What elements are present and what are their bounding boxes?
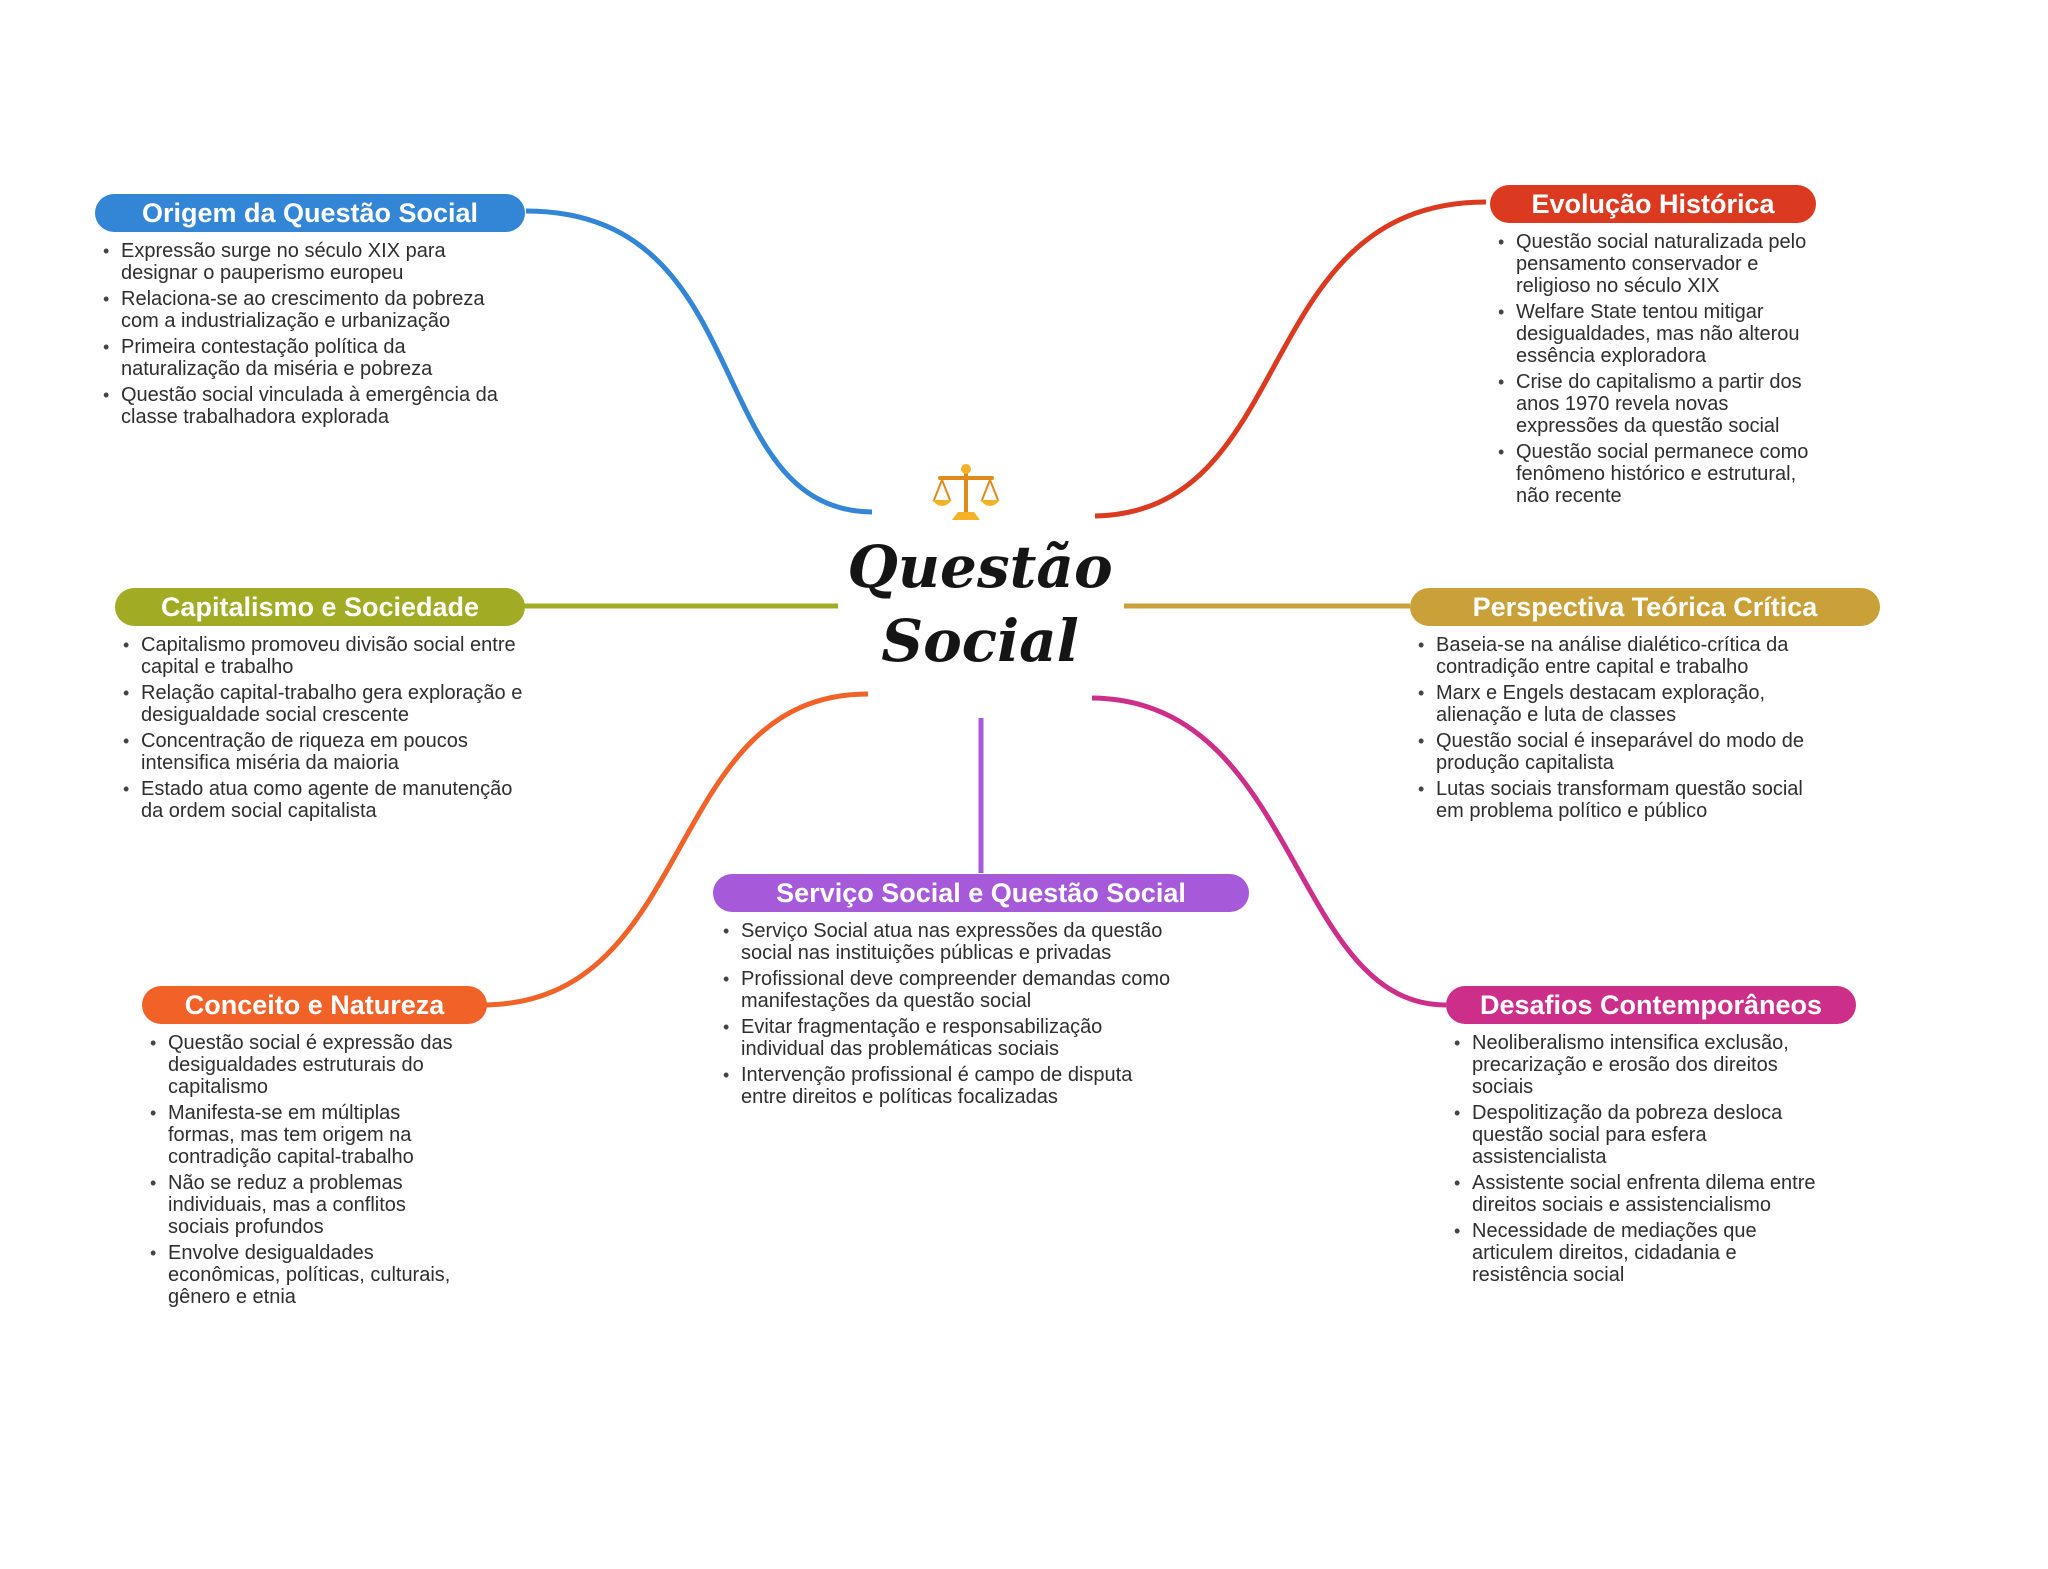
list-item: Relaciona-se ao crescimento da pobreza c… (101, 288, 501, 332)
list-item: Lutas sociais transformam questão social… (1416, 778, 1816, 822)
branch-items-servico: Serviço Social atua nas expressões da qu… (721, 920, 1181, 1108)
list-item: Relação capital-trabalho gera exploração… (121, 682, 531, 726)
connector-origem (525, 208, 873, 515)
list-item: Serviço Social atua nas expressões da qu… (721, 920, 1181, 964)
list-item: Questão social vinculada à emergência da… (101, 384, 501, 428)
list-item: Não se reduz a problemas individuais, ma… (148, 1172, 468, 1238)
list-item: Estado atua como agente de manutenção da… (121, 778, 531, 822)
scales-icon (932, 464, 1000, 520)
branch-title-origem[interactable]: Origem da Questão Social (95, 194, 525, 232)
branch-items-evolucao: Questão social naturalizada pelo pensame… (1496, 231, 1826, 507)
list-item: Primeira contestação política da natural… (101, 336, 501, 380)
list-item: Concentração de riqueza em poucos intens… (121, 730, 531, 774)
branch-items-capitalismo: Capitalismo promoveu divisão social entr… (121, 634, 531, 822)
list-item: Questão social permanece como fenômeno h… (1496, 441, 1826, 507)
branch-conceito: Conceito e Natureza Questão social é exp… (142, 986, 487, 1312)
list-item: Welfare State tentou mitigar desigualdad… (1496, 301, 1826, 367)
branch-title-desafios[interactable]: Desafios Contemporâneos (1446, 986, 1856, 1024)
list-item: Evitar fragmentação e responsabilização … (721, 1016, 1181, 1060)
list-item: Despolitização da pobreza desloca questã… (1452, 1102, 1822, 1168)
branch-origem: Origem da Questão Social Expressão surge… (95, 194, 525, 432)
list-item: Capitalismo promoveu divisão social entr… (121, 634, 531, 678)
branch-items-perspectiva: Baseia-se na análise dialético-crítica d… (1416, 634, 1816, 822)
branch-evolucao: Evolução Histórica Questão social natura… (1490, 185, 1880, 511)
connector-evolucao (1094, 199, 1487, 519)
list-item: Marx e Engels destacam exploração, alien… (1416, 682, 1816, 726)
list-item: Baseia-se na análise dialético-crítica d… (1416, 634, 1816, 678)
branch-perspectiva: Perspectiva Teórica Crítica Baseia-se na… (1410, 588, 1880, 826)
central-topic-title: Questão Social (847, 533, 1113, 675)
list-item: Profissional deve compreender demandas c… (721, 968, 1181, 1012)
branch-title-conceito[interactable]: Conceito e Natureza (142, 986, 487, 1024)
branch-title-perspectiva[interactable]: Perspectiva Teórica Crítica (1410, 588, 1880, 626)
branch-desafios: Desafios Contemporâneos Neoliberalismo i… (1446, 986, 1856, 1290)
branch-title-evolucao[interactable]: Evolução Histórica (1490, 185, 1816, 223)
list-item: Crise do capitalismo a partir dos anos 1… (1496, 371, 1826, 437)
list-item: Questão social naturalizada pelo pensame… (1496, 231, 1826, 297)
list-item: Envolve desigualdades econômicas, políti… (148, 1242, 468, 1308)
list-item: Questão social é inseparável do modo de … (1416, 730, 1816, 774)
branch-servico: Serviço Social e Questão Social Serviço … (713, 874, 1249, 1112)
connector-conceito (481, 691, 869, 1008)
branch-items-origem: Expressão surge no século XIX para desig… (101, 240, 501, 428)
branch-items-conceito: Questão social é expressão das desiguald… (148, 1032, 468, 1308)
branch-items-desafios: Neoliberalismo intensifica exclusão, pre… (1452, 1032, 1822, 1286)
list-item: Expressão surge no século XIX para desig… (101, 240, 501, 284)
list-item: Necessidade de mediações que articulem d… (1452, 1220, 1822, 1286)
branch-title-capitalismo[interactable]: Capitalismo e Sociedade (115, 588, 525, 626)
list-item: Manifesta-se em múltiplas formas, mas te… (148, 1102, 468, 1168)
list-item: Neoliberalismo intensifica exclusão, pre… (1452, 1032, 1822, 1098)
list-item: Intervenção profissional é campo de disp… (721, 1064, 1181, 1108)
list-item: Questão social é expressão das desiguald… (148, 1032, 468, 1098)
list-item: Assistente social enfrenta dilema entre … (1452, 1172, 1822, 1216)
branch-title-servico[interactable]: Serviço Social e Questão Social (713, 874, 1249, 912)
branch-capitalismo: Capitalismo e Sociedade Capitalismo prom… (115, 588, 525, 826)
connector-desafios (1091, 695, 1447, 1008)
